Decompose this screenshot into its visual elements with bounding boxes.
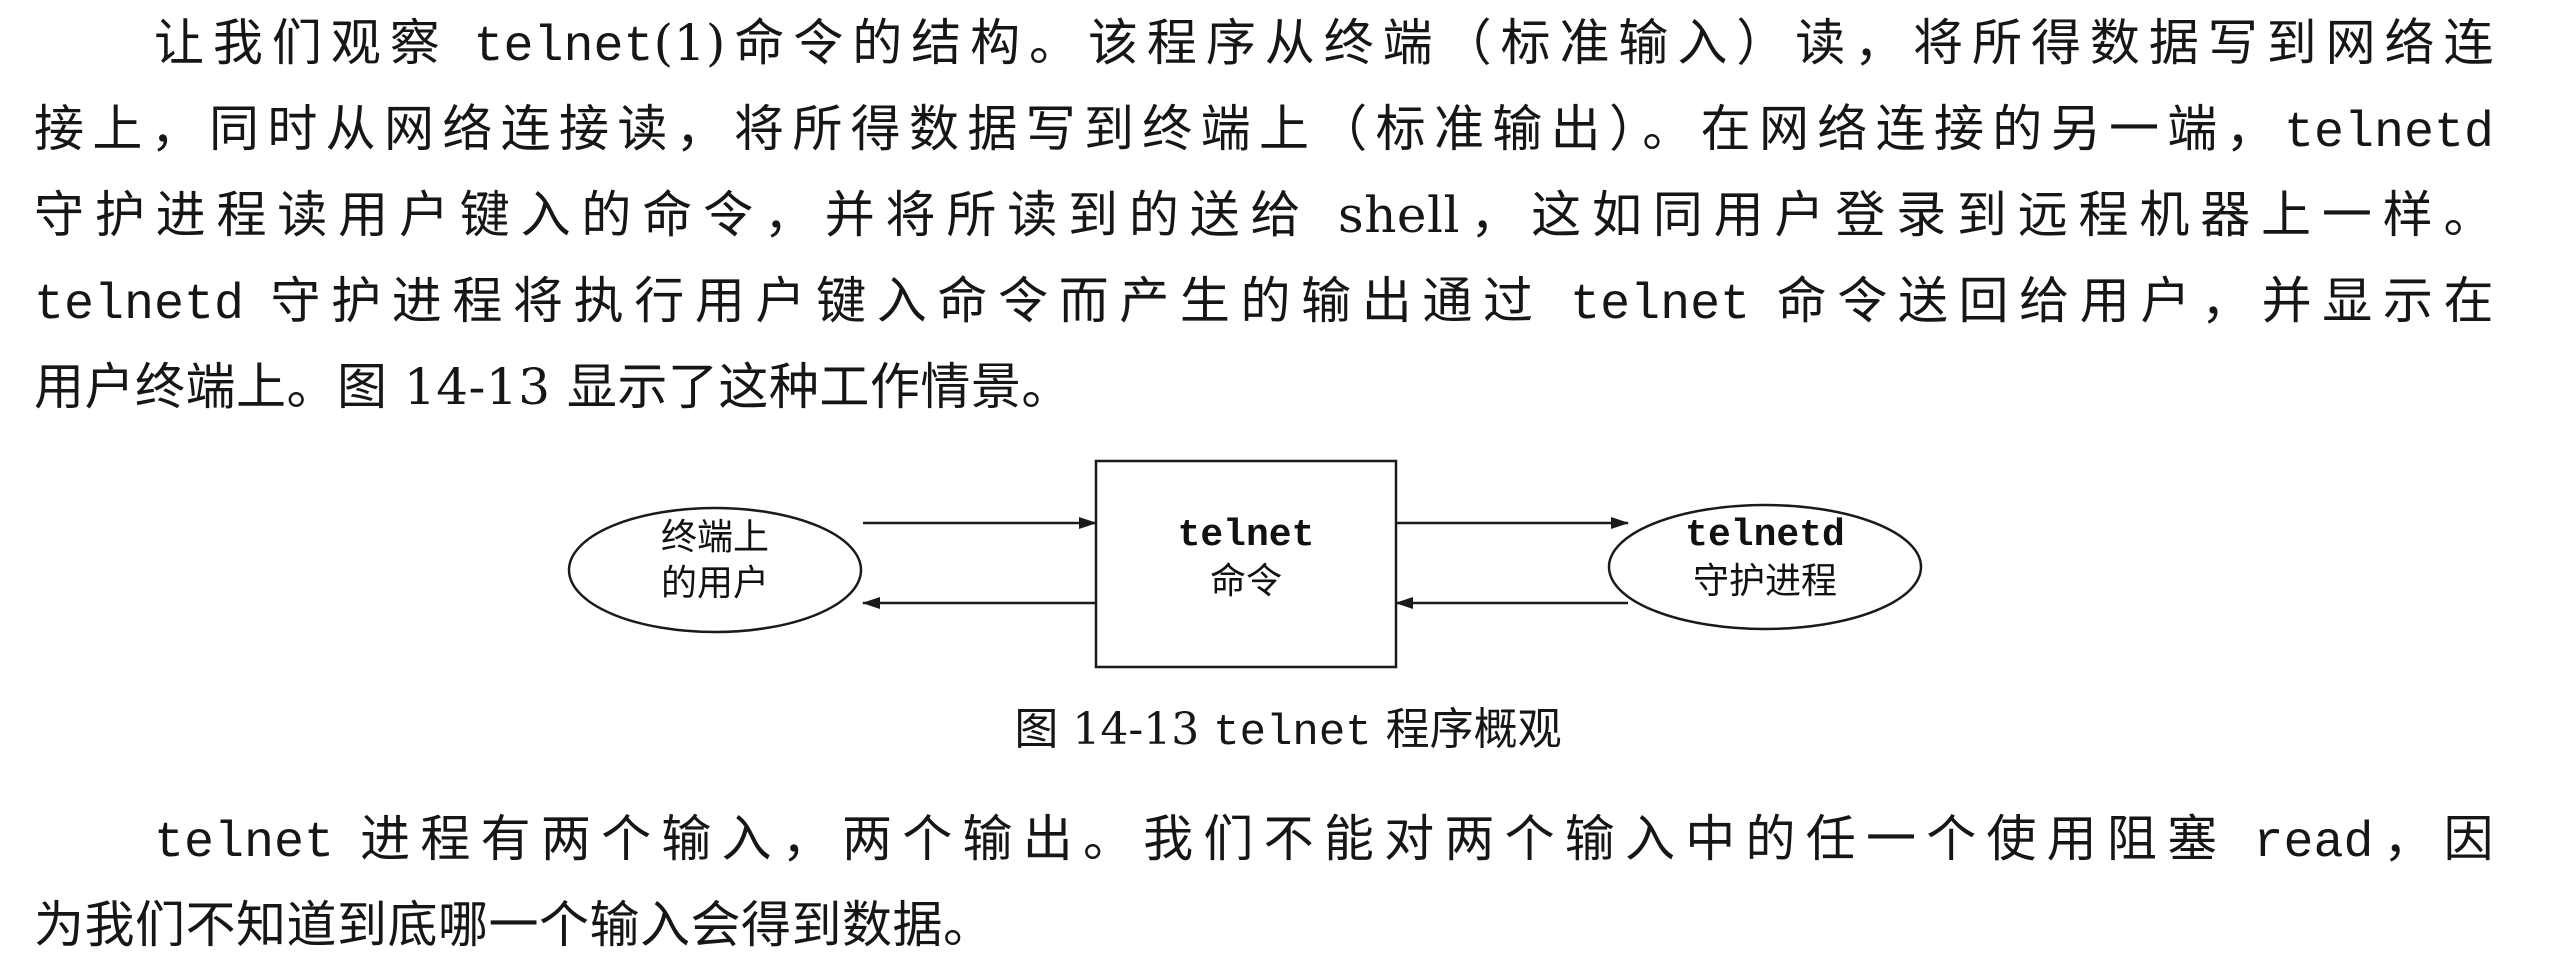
text-run: 进程有两个输入，两个输出。我们不能对两个输入中的任一个使用阻塞: [334, 810, 2254, 868]
code-telnetd: telnetd: [2283, 105, 2494, 162]
text-run: 用户终端上。图 14-13 显示了这种工作情景。: [34, 358, 1072, 416]
paragraph-1-line-2: 接上，同时从网络连接读，将所得数据写到终端上（标准输出）。在网络连接的另一端，t…: [34, 96, 2494, 167]
label-line: telnetd: [1685, 514, 1845, 557]
figure-diagram: [567, 459, 1923, 669]
paragraph-1-line-3: 守护进程读用户键入的命令，并将所读到的送给 shell，这如同用户登录到远程机器…: [34, 182, 2494, 248]
text-run: 守护进程读用户键入的命令，并将所读到的送给 shell，这如同用户登录到远程机器…: [34, 186, 2494, 244]
telnetd-daemon-label: telnetd 守护进程: [1650, 513, 1880, 605]
label-line: 命令: [1209, 561, 1282, 602]
label-line: 的用户: [660, 563, 769, 604]
text-run: (1)命令的结构。该程序从终端（标准输入）读，将所得数据写到网络连: [653, 14, 2494, 72]
text-run: ，因: [2373, 810, 2494, 868]
caption-text: 程序概观: [1385, 704, 1562, 755]
code-read: read: [2253, 815, 2374, 872]
text-run: 让我们观察: [154, 14, 474, 72]
caption-number: 图 14-13: [1014, 704, 1200, 755]
text-run: 命令送回给用户，并显示在: [1750, 272, 2494, 330]
paragraph-1-line-1: 让我们观察 telnet(1)命令的结构。该程序从终端（标准输入）读，将所得数据…: [34, 10, 2494, 81]
paragraph-1-line-4: telnetd 守护进程将执行用户键入命令而产生的输出通过 telnet 命令送…: [34, 268, 2494, 339]
code-telnet: telnet: [154, 815, 335, 872]
code-telnet: telnet: [1570, 277, 1751, 334]
telnetd-daemon-ellipse: [1607, 503, 1923, 631]
label-line: 终端上: [660, 517, 769, 558]
text-run: 为我们不知道到底哪一个输入会得到数据。: [34, 896, 994, 954]
code-telnet: telnet: [473, 19, 654, 76]
terminal-user-label: 终端上 的用户: [605, 515, 825, 607]
caption-code: telnet: [1213, 708, 1372, 758]
terminal-user-ellipse: [567, 506, 863, 634]
paragraph-1-line-5: 用户终端上。图 14-13 显示了这种工作情景。: [34, 354, 2494, 420]
telnet-command-box: [1094, 459, 1398, 669]
telnet-command-label: telnet 命令: [1096, 513, 1396, 605]
paragraph-2-line-1: telnet 进程有两个输入，两个输出。我们不能对两个输入中的任一个使用阻塞 r…: [34, 806, 2494, 877]
label-line: 守护进程: [1692, 561, 1837, 602]
code-telnetd: telnetd: [34, 277, 245, 334]
text-run: 接上，同时从网络连接读，将所得数据写到终端上（标准输出）。在网络连接的另一端，: [34, 100, 2284, 158]
label-line: telnet: [1177, 514, 1315, 557]
figure-telnet-overview: 终端上 的用户 telnet 命令 telnetd 守护进程: [560, 455, 1960, 675]
figure-caption: 图 14-13 telnet 程序概观: [0, 700, 2576, 763]
paragraph-2-line-2: 为我们不知道到底哪一个输入会得到数据。: [34, 892, 2494, 958]
text-run: 守护进程将执行用户键入命令而产生的输出通过: [244, 272, 1571, 330]
